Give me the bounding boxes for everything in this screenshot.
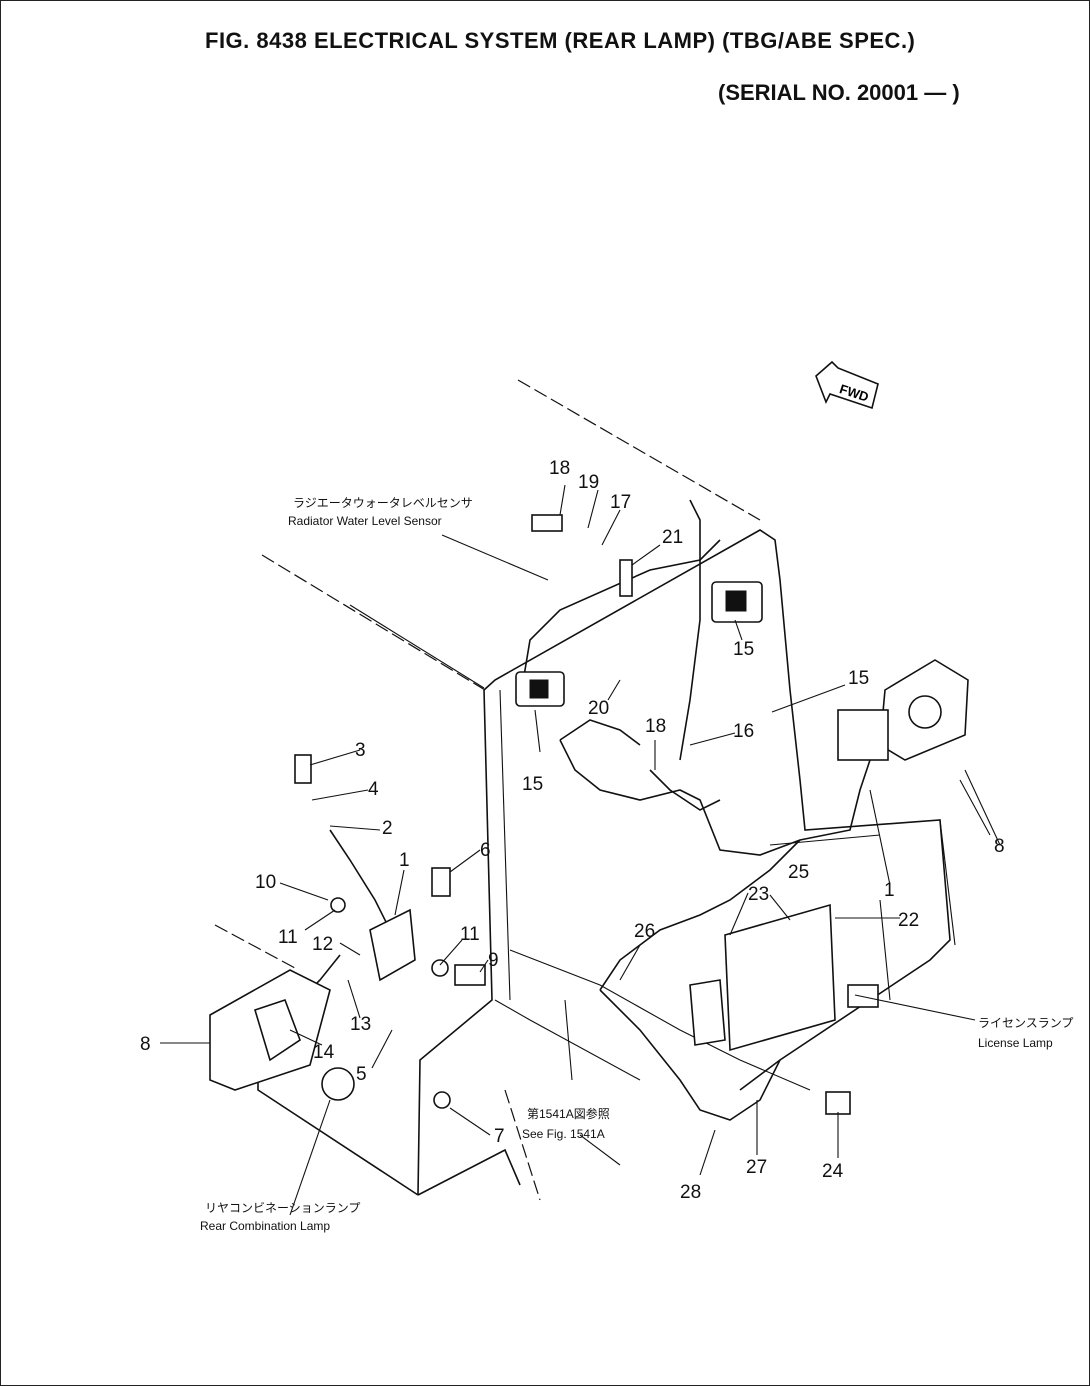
license-plate-bracket (689, 903, 879, 1052)
callout-15-left: 15 (522, 774, 543, 795)
lamp-bracket-left (294, 514, 851, 1115)
work-lamp-right (711, 581, 763, 623)
license-lamp-jp: ライセンスランプ (978, 1016, 1073, 1030)
callout-8-left: 8 (140, 1034, 151, 1055)
callout-28: 27 (746, 1157, 767, 1178)
machine-body (214, 379, 956, 1201)
callout-1-right: 1 (884, 880, 895, 901)
callout-22: 21 (662, 527, 683, 548)
callout-19: 18 (549, 458, 570, 479)
work-lamp-left (515, 671, 565, 707)
rear-combination-lamp-jp: リヤコンビネーションランプ (205, 1201, 360, 1215)
callout-17: 16 (733, 721, 754, 742)
license-lamp-en: License Lamp (978, 1036, 1053, 1050)
radiator-sensor-en: Radiator Water Level Sensor (288, 514, 442, 528)
figure-title: FIG. 8438 ELECTRICAL SYSTEM (REAR LAMP) … (205, 28, 916, 53)
see-fig-en: See Fig. 1541A (522, 1127, 605, 1141)
callout-5: 5 (356, 1064, 367, 1085)
callout-11-left: 11 (278, 927, 298, 948)
callout-12: 12 (312, 934, 333, 955)
callout-2: 2 (382, 818, 393, 839)
callout-27: 26 (634, 921, 655, 942)
rear-combination-lamp-left (209, 969, 355, 1101)
wire-harness (299, 499, 871, 1121)
callout-10: 10 (255, 872, 276, 893)
callout-labels: 1 1 2 3 4 5 6 7 8 8 9 10 11 11 12 13 14 … (140, 458, 1005, 1203)
fwd-label: FWD (838, 381, 871, 404)
annotation-notes: ラジエータウォータレベルセンサ Radiator Water Level Sen… (200, 496, 1073, 1233)
leader-lines (160, 484, 1001, 1216)
callout-4: 4 (368, 779, 379, 800)
callout-24: 23 (748, 884, 769, 905)
callout-6: 6 (480, 840, 491, 861)
rear-combination-lamp-en: Rear Combination Lamp (200, 1219, 330, 1233)
callout-25: 24 (822, 1161, 844, 1182)
callout-16: 15 (848, 668, 869, 689)
callout-7: 7 (494, 1126, 505, 1147)
fwd-arrow-icon: FWD (815, 360, 879, 410)
rear-combination-lamp-right (837, 659, 969, 761)
callout-21: 20 (588, 698, 609, 719)
callout-18-top: 17 (610, 492, 631, 513)
serial-number: (SERIAL NO. 20001 — ) (718, 80, 960, 105)
callout-18-mid: 18 (645, 716, 666, 737)
callout-23: 22 (898, 910, 919, 931)
callout-8-right: 8 (994, 836, 1005, 857)
callout-29: 28 (680, 1182, 701, 1203)
see-fig-jp: 第1541A図参照 (527, 1106, 610, 1121)
callout-9: 9 (488, 950, 499, 971)
callout-26: 25 (788, 862, 809, 883)
callout-20: 19 (578, 472, 599, 493)
callout-11-right: 11 (460, 924, 480, 945)
callout-1-left: 1 (399, 850, 410, 871)
callout-13: 13 (350, 1014, 371, 1035)
callout-3: 3 (355, 740, 366, 761)
callout-14: 14 (313, 1042, 335, 1063)
radiator-sensor-jp: ラジエータウォータレベルセンサ (293, 496, 473, 510)
callout-15-right: 15 (733, 639, 754, 660)
